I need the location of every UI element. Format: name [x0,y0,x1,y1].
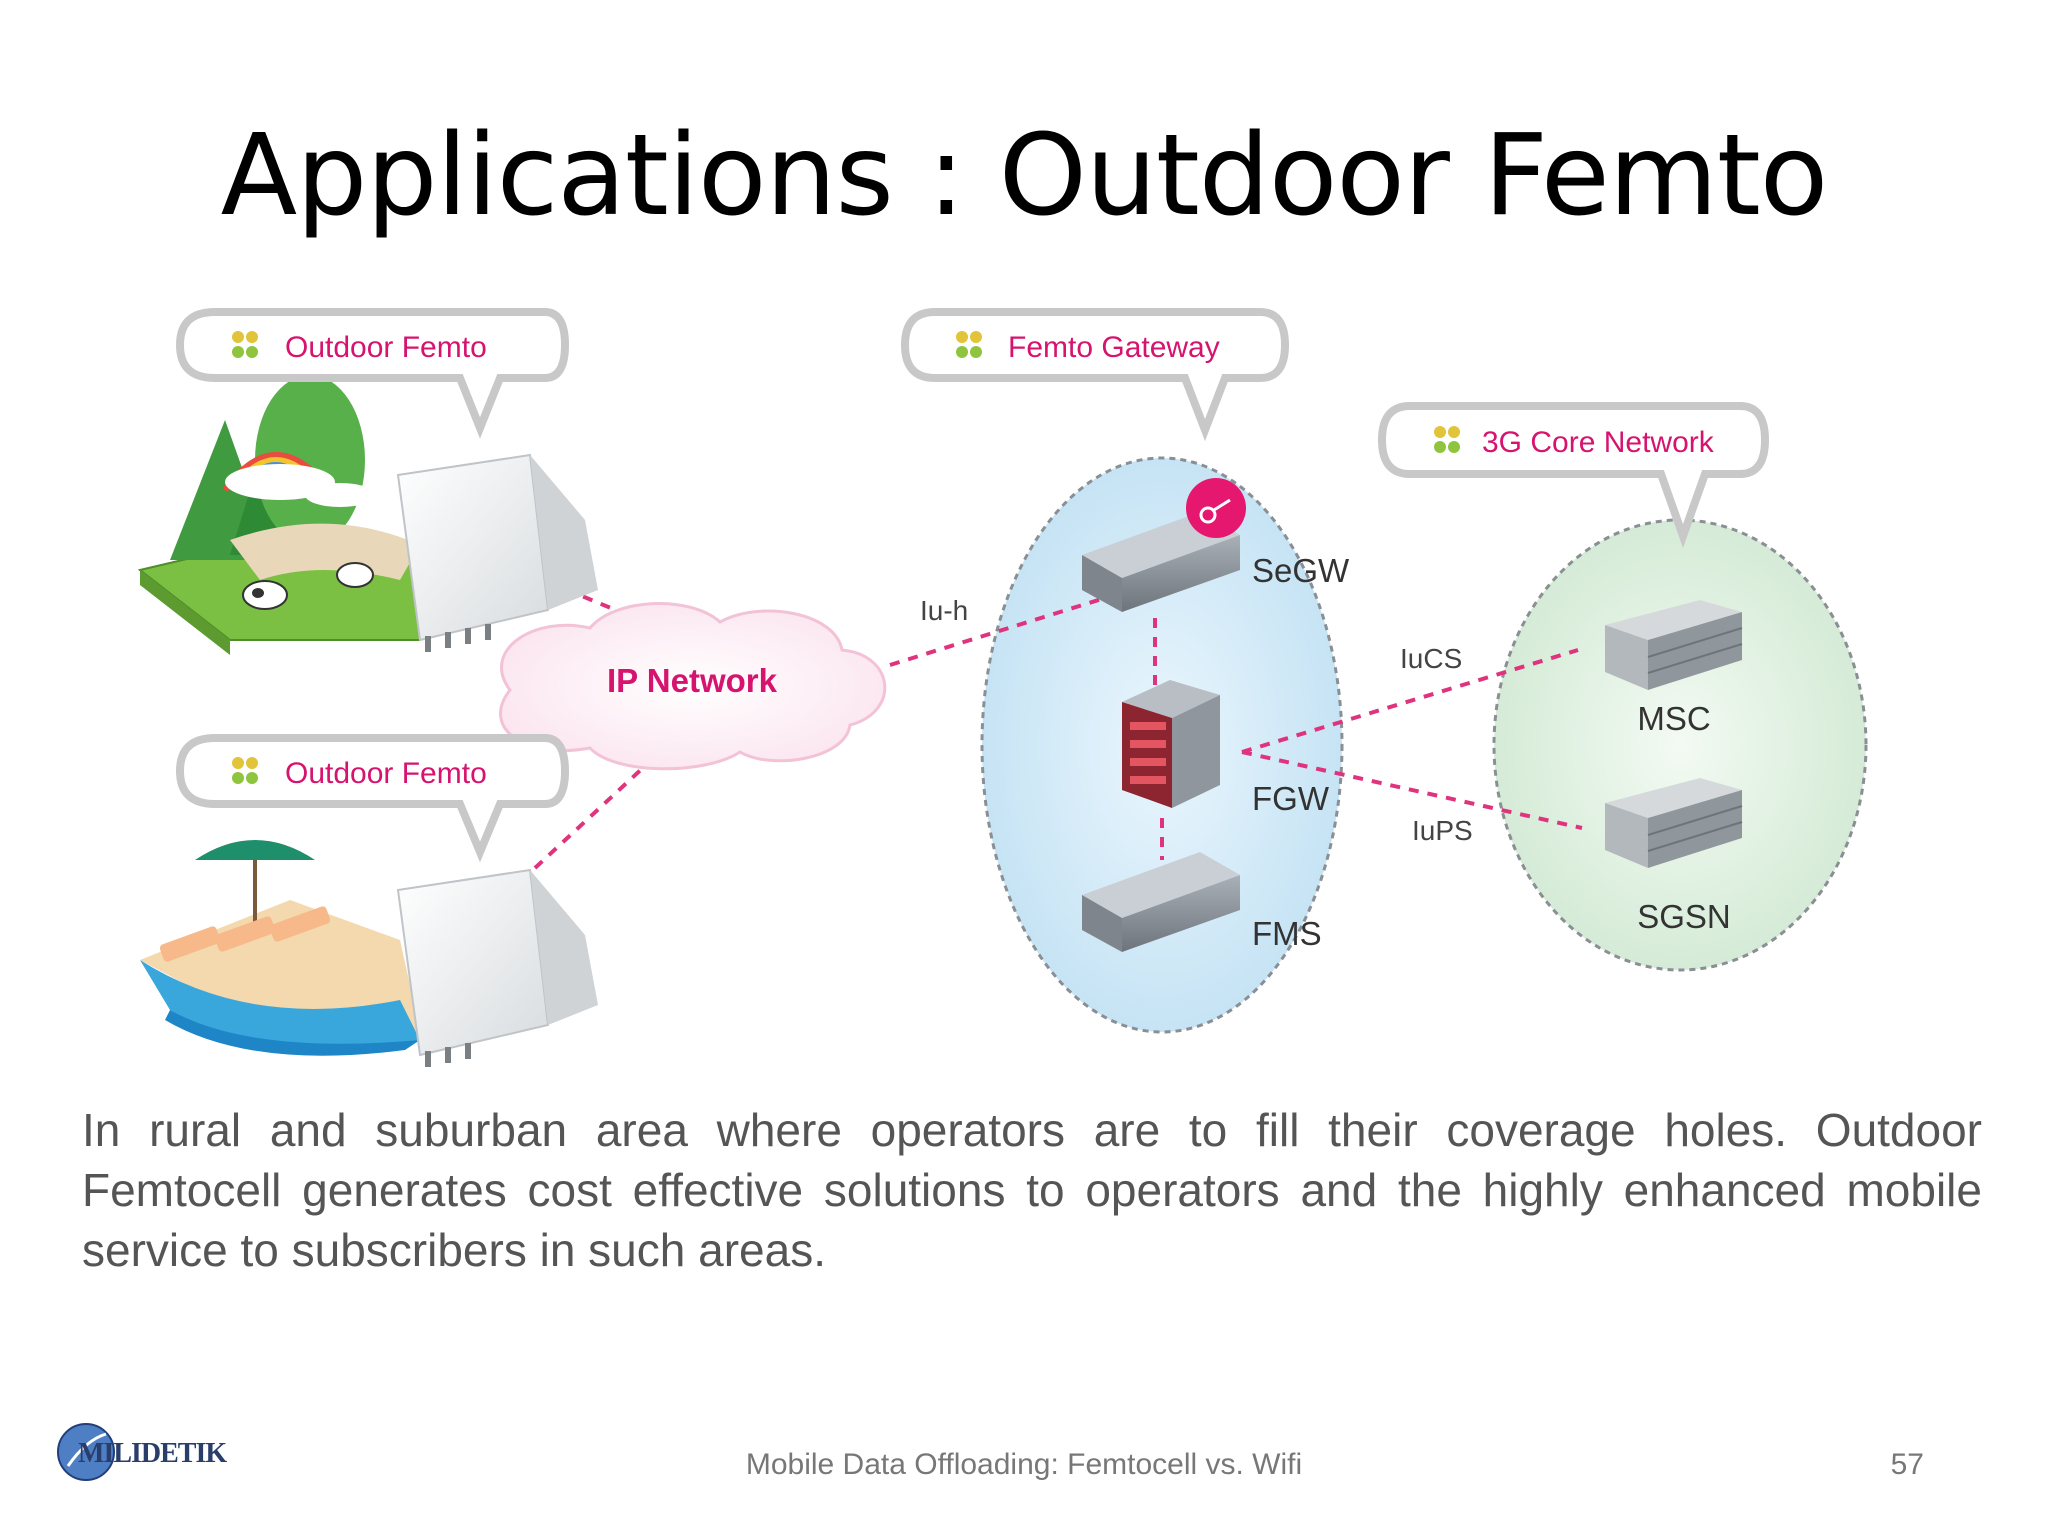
callout-3g-core-network [1377,402,1770,548]
sgsn-server [1605,778,1743,868]
callout-outdoor-femto-top [175,308,570,439]
outdoor-femto-device-bottom [396,868,598,1067]
ip-network-label: IP Network [607,662,778,699]
iucs-label: IuCS [1400,643,1462,674]
fms-device [1082,852,1240,952]
callout-outdoor-femto-bottom [175,734,570,863]
beach-scene-illustration [140,840,420,1056]
description-line-1: In rural and suburban area where operato… [82,1104,1982,1156]
fgw-label: FGW [1252,780,1330,817]
msc-label: MSC [1637,700,1710,737]
link-femto-bottom-ip [533,750,662,870]
callout-3g-core-network-label: 3G Core Network [1482,426,1715,459]
iups-label: IuPS [1412,815,1473,846]
page-number: 57 [1890,1448,1924,1481]
description-line-3: service to subscribers in such areas. [82,1224,826,1276]
footer-title: Mobile Data Offloading: Femtocell vs. Wi… [745,1448,1303,1481]
sgsn-label: SGSN [1637,898,1731,935]
link-fgw-msc [1241,648,1579,754]
segw-label: SeGW [1252,552,1350,589]
callout-femto-gateway-label: Femto Gateway [1008,331,1220,364]
callout-femto-gateway [900,308,1290,442]
logo-text: MILIDETIK [78,1438,227,1469]
description-paragraph: In rural and suburban area where operato… [82,1100,1982,1280]
ip-network-cloud [499,601,887,771]
fms-label: FMS [1252,915,1322,952]
link-fgw-sgsn [1241,750,1583,830]
fgw-device [1122,680,1220,808]
iuh-label: Iu-h [920,595,968,626]
callout-outdoor-femto-bottom-label: Outdoor Femto [285,757,487,790]
segw-device [1082,478,1246,612]
outdoor-femto-device-top [396,453,598,652]
callout-outdoor-femto-top-label: Outdoor Femto [285,331,487,364]
description-line-2: Femtocell generates cost effective solut… [82,1164,1982,1216]
slide-title: Applications : Outdoor Femto [220,111,1829,241]
msc-server [1605,600,1743,690]
milidetik-logo: MILIDETIK [56,1420,227,1484]
rural-scene-illustration [137,375,457,655]
